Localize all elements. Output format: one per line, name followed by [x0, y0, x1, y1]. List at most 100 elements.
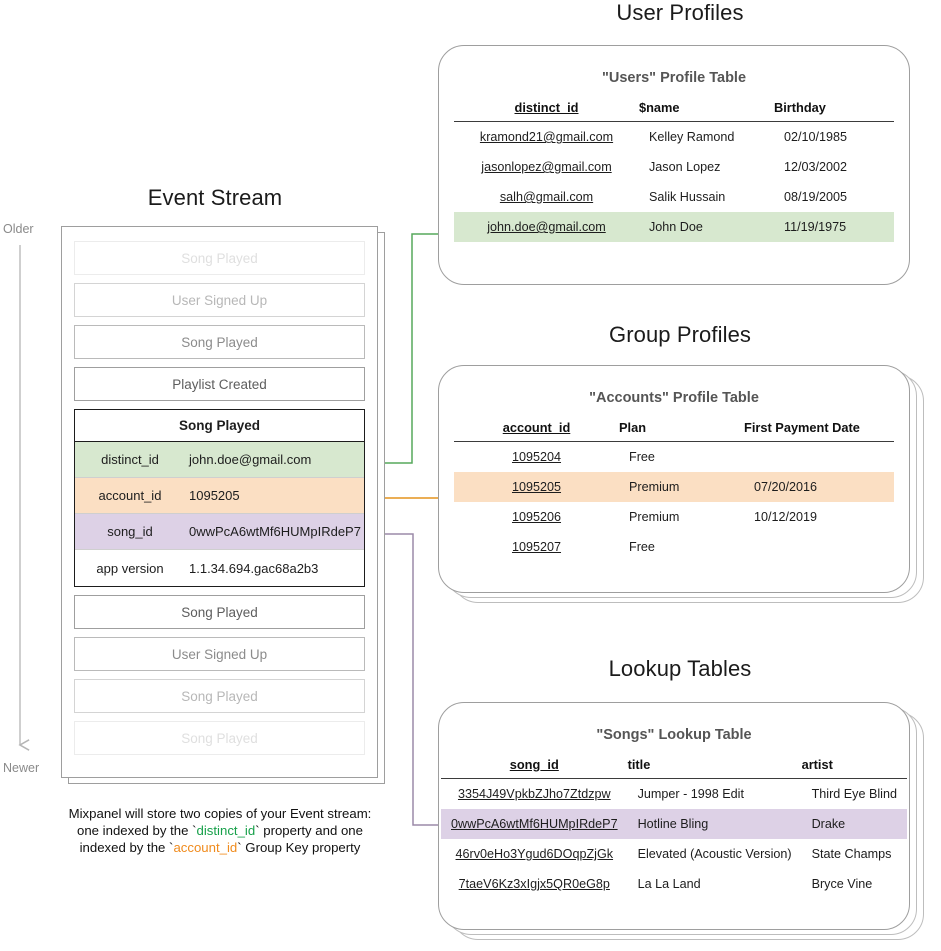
cell-name: Jason Lopez — [649, 160, 721, 174]
column-header-first-payment-date: First Payment Date — [744, 420, 860, 435]
event-item[interactable]: Song Played — [74, 325, 365, 359]
caption-line-3-suffix: ` Group Key property — [237, 840, 361, 855]
event-property-value: 0wwPcA6wtMf6HUMpIRdeP7 — [189, 524, 361, 539]
cell-account-id: 1095207 — [511, 540, 562, 554]
column-header-birthday: Birthday — [774, 100, 826, 115]
caption-line-3-prefix: indexed by the ` — [79, 840, 174, 855]
table-header-row: account_id Plan First Payment Date — [454, 420, 894, 442]
event-label: Song Played — [181, 688, 258, 704]
table-row[interactable]: 46rv0eHo3Ygud6DOqpZjGk Elevated (Acousti… — [441, 839, 907, 869]
cell-song-id: 3354J49VpkbZJho7Ztdzpw — [457, 787, 611, 801]
table-row[interactable]: kramond21@gmail.com Kelley Ramond 02/10/… — [454, 122, 894, 153]
cell-plan: Premium — [619, 472, 744, 502]
cell-title: Hotline Bling — [627, 809, 802, 839]
cell-plan: Free — [629, 450, 655, 464]
event-property-key: app version — [96, 560, 164, 576]
users-table-title: "Users" Profile Table — [601, 70, 747, 86]
cell-plan: Premium — [629, 510, 680, 524]
event-label: Song Played — [181, 250, 258, 266]
event-stream-title: Event Stream — [147, 185, 283, 210]
caption-line-2: one indexed by the `distinct_id` propert… — [50, 822, 390, 839]
cell-title: Elevated (Acoustic Version) — [637, 847, 792, 861]
distinct-id-token: distinct_id — [196, 823, 256, 838]
account-id-token: account_id — [173, 840, 238, 855]
cell-account-id: 1095206 — [511, 510, 562, 524]
event-label: User Signed Up — [171, 646, 268, 662]
table-row-highlighted[interactable]: john.doe@gmail.com John Doe 11/19/1975 — [454, 212, 894, 242]
table-row[interactable]: 1095206 Premium 10/12/2019 — [454, 502, 894, 532]
cell-song-id: 46rv0eHo3Ygud6DOqpZjGk — [455, 847, 614, 861]
event-label: Playlist Created — [172, 376, 267, 392]
cell-account-id: 1095205 — [454, 472, 619, 502]
cell-artist: Third Eye Blind — [811, 787, 897, 801]
table-row[interactable]: salh@gmail.com Salik Hussain 08/19/2005 — [454, 182, 894, 212]
table-row[interactable]: 1095207 Free — [454, 532, 894, 562]
caption-line-2-suffix: ` property and one — [255, 823, 363, 838]
event-property-key: account_id — [98, 488, 162, 503]
event-item[interactable]: Song Played — [74, 595, 365, 629]
event-label: Song Played — [181, 604, 258, 620]
cell-first-payment-date: 07/20/2016 — [744, 472, 894, 502]
lookup-tables-title: Lookup Tables — [608, 656, 752, 681]
cell-plan: Free — [629, 540, 655, 554]
event-property-row: account_id 1095205 — [75, 478, 364, 514]
songs-table: song_id title artist 3354J49VpkbZJho7Ztd… — [441, 757, 907, 899]
column-header-name: $name — [639, 100, 680, 115]
cell-first-payment-date — [744, 442, 894, 473]
cell-name: John Doe — [639, 212, 774, 242]
event-property-value: 1095205 — [189, 488, 240, 503]
timeline-newer-label: Newer — [3, 761, 40, 775]
event-property-row: distinct_id john.doe@gmail.com — [75, 442, 364, 478]
table-row-highlighted[interactable]: 1095205 Premium 07/20/2016 — [454, 472, 894, 502]
table-row[interactable]: 1095204 Free — [454, 442, 894, 473]
event-item[interactable]: Song Played — [74, 679, 365, 713]
column-header-distinct-id: distinct_id — [514, 100, 579, 115]
event-label: User Signed Up — [171, 292, 268, 308]
caption-line-2-prefix: one indexed by the ` — [77, 823, 197, 838]
column-header-title: title — [627, 757, 651, 772]
event-item[interactable]: Playlist Created — [74, 367, 365, 401]
cell-name: Salik Hussain — [649, 190, 726, 204]
cell-distinct-id: salh@gmail.com — [499, 190, 594, 204]
event-item[interactable]: Song Played — [74, 721, 365, 755]
event-property-value: john.doe@gmail.com — [189, 452, 312, 467]
event-item[interactable]: User Signed Up — [74, 637, 365, 671]
cell-artist: Drake — [801, 809, 907, 839]
event-item[interactable]: User Signed Up — [74, 283, 365, 317]
cell-first-payment-date — [744, 532, 894, 562]
cell-distinct-id: jasonlopez@gmail.com — [481, 160, 612, 174]
table-header-row: song_id title artist — [441, 757, 907, 779]
event-item[interactable]: Song Played — [74, 241, 365, 275]
event-list-after: Song Played User Signed Up Song Played S… — [74, 595, 365, 755]
caption-line-3: indexed by the `account_id` Group Key pr… — [50, 839, 390, 856]
cell-distinct-id: kramond21@gmail.com — [479, 130, 614, 144]
table-header-row: distinct_id $name Birthday — [454, 100, 894, 122]
cell-name: Kelley Ramond — [649, 130, 735, 144]
table-row-highlighted[interactable]: 0wwPcA6wtMf6HUMpIRdeP7 Hotline Bling Dra… — [441, 809, 907, 839]
expanded-event-card[interactable]: Song Played distinct_id john.doe@gmail.c… — [74, 409, 365, 587]
cell-title: Jumper - 1998 Edit — [637, 787, 744, 801]
songs-table-title: "Songs" Lookup Table — [596, 727, 752, 743]
event-property-value: 1.1.34.694.gac68a2b3 — [189, 560, 319, 576]
table-row[interactable]: jasonlopez@gmail.com Jason Lopez 12/03/2… — [454, 152, 894, 182]
event-list-before: Song Played User Signed Up Song Played P… — [74, 241, 365, 401]
accounts-profile-card: "Accounts" Profile Table account_id Plan… — [438, 365, 910, 593]
column-header-artist: artist — [801, 757, 833, 772]
cell-birthday: 02/10/1985 — [784, 130, 848, 144]
event-label: Song Played — [181, 730, 258, 746]
event-property-row: app version 1.1.34.694.gac68a2b3 — [75, 550, 364, 586]
column-header-plan: Plan — [619, 420, 647, 435]
event-stream-panel: Song Played User Signed Up Song Played P… — [61, 226, 378, 778]
table-row[interactable]: 3354J49VpkbZJho7Ztdzpw Jumper - 1998 Edi… — [441, 779, 907, 810]
column-header-account-id: account_id — [502, 420, 571, 435]
event-label: Song Played — [181, 334, 258, 350]
cell-artist: State Champs — [811, 847, 892, 861]
cell-birthday: 08/19/2005 — [784, 190, 848, 204]
cell-song-id: 7taeV6Kz3xIgjx5QR0eG8p — [458, 877, 610, 891]
cell-artist: Bryce Vine — [811, 877, 873, 891]
cell-account-id: 1095204 — [511, 450, 562, 464]
cell-title: La La Land — [637, 877, 701, 891]
table-row[interactable]: 7taeV6Kz3xIgjx5QR0eG8p La La Land Bryce … — [441, 869, 907, 899]
timeline-older-label: Older — [3, 222, 34, 236]
cell-song-id: 0wwPcA6wtMf6HUMpIRdeP7 — [441, 809, 628, 839]
